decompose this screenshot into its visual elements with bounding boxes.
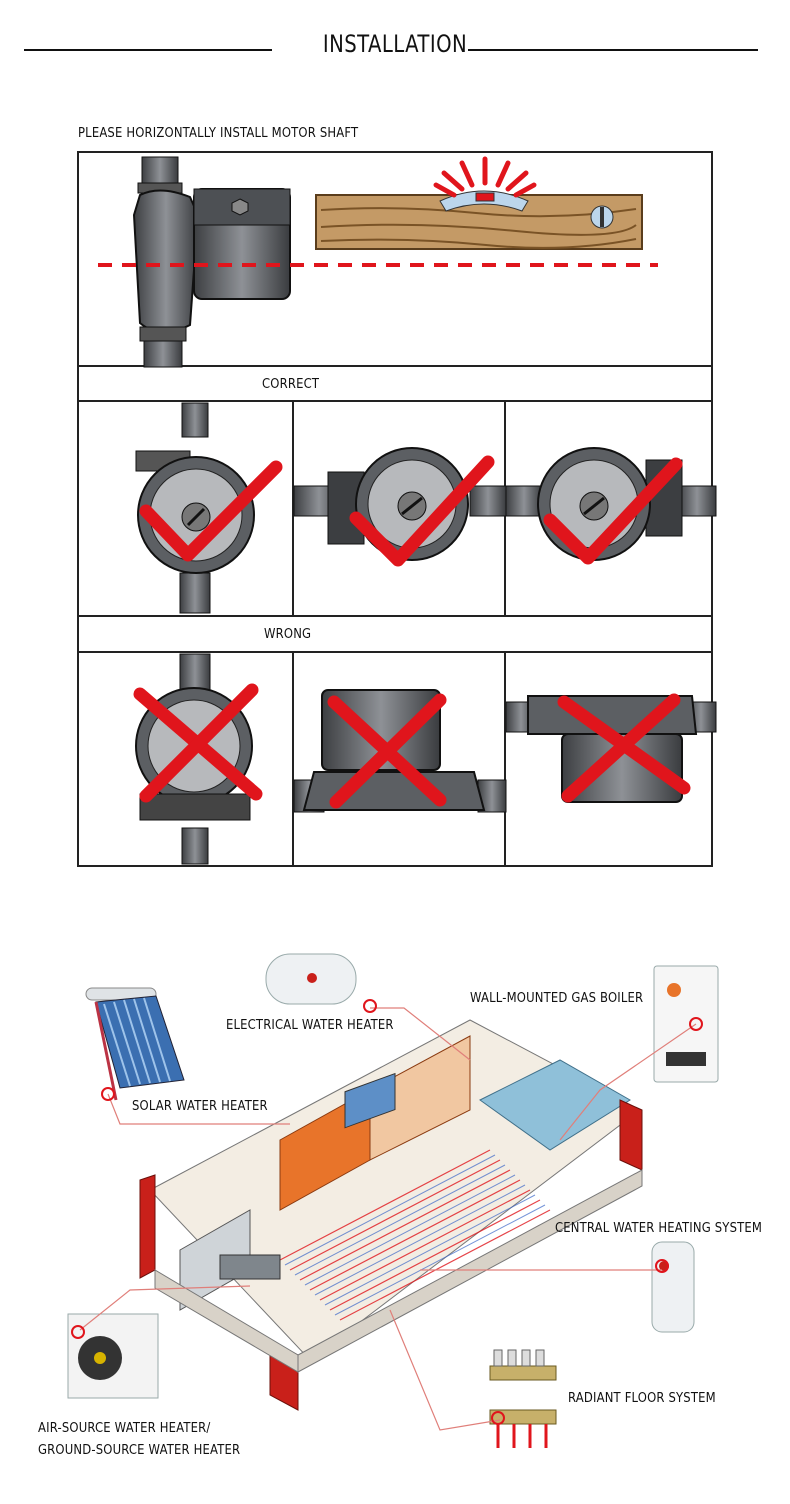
correct-pump-horizontal-left — [293, 447, 507, 567]
check-mark-icon — [543, 457, 683, 565]
cross-mark-icon — [133, 683, 263, 803]
wrong-label: WRONG — [264, 626, 312, 642]
header-rule-right — [468, 49, 758, 51]
label-solar-water-heater: SOLAR WATER HEATER — [132, 1098, 268, 1114]
wrong-pump-upright — [293, 689, 507, 813]
shaft-axis-line — [98, 263, 658, 267]
wrong-pump-vertical-inverted — [133, 653, 263, 865]
correct-label: CORRECT — [262, 376, 320, 392]
house-cutaway-illustration — [139, 1019, 643, 1411]
level-board-illustration — [315, 156, 643, 250]
label-central-water-heating-system: CENTRAL WATER HEATING SYSTEM — [555, 1220, 763, 1236]
label-wall-mounted-gas-boiler: WALL-MOUNTED GAS BOILER — [470, 990, 644, 1006]
check-mark-icon — [349, 455, 495, 567]
cross-mark-icon — [557, 693, 691, 803]
instruction-text: PLEASE HORIZONTALLY INSTALL MOTOR SHAFT — [78, 125, 359, 141]
label-air-source-line2: GROUND-SOURCE WATER HEATER — [38, 1442, 241, 1458]
correct-pump-horizontal-right — [505, 447, 717, 565]
label-electrical-water-heater: ELECTRICAL WATER HEATER — [226, 1017, 394, 1033]
pump-side-view — [132, 156, 291, 368]
check-mark-icon — [139, 460, 283, 562]
radiant-manifold-image — [489, 1349, 557, 1448]
label-radiant-floor-system: RADIANT FLOOR SYSTEM — [568, 1390, 716, 1406]
cross-mark-icon — [327, 693, 447, 809]
label-air-source-line1: AIR-SOURCE WATER HEATER/ — [38, 1420, 211, 1436]
wrong-pump-down — [505, 693, 717, 803]
table-grid-lines — [77, 365, 713, 866]
solar-water-heater-image — [85, 987, 185, 1101]
gas-boiler-image — [653, 965, 719, 1083]
electrical-water-heater-image — [265, 953, 357, 1005]
header-rule-left — [24, 49, 272, 51]
correct-pump-vertical — [135, 402, 283, 614]
page-title: INSTALLATION — [322, 30, 468, 58]
